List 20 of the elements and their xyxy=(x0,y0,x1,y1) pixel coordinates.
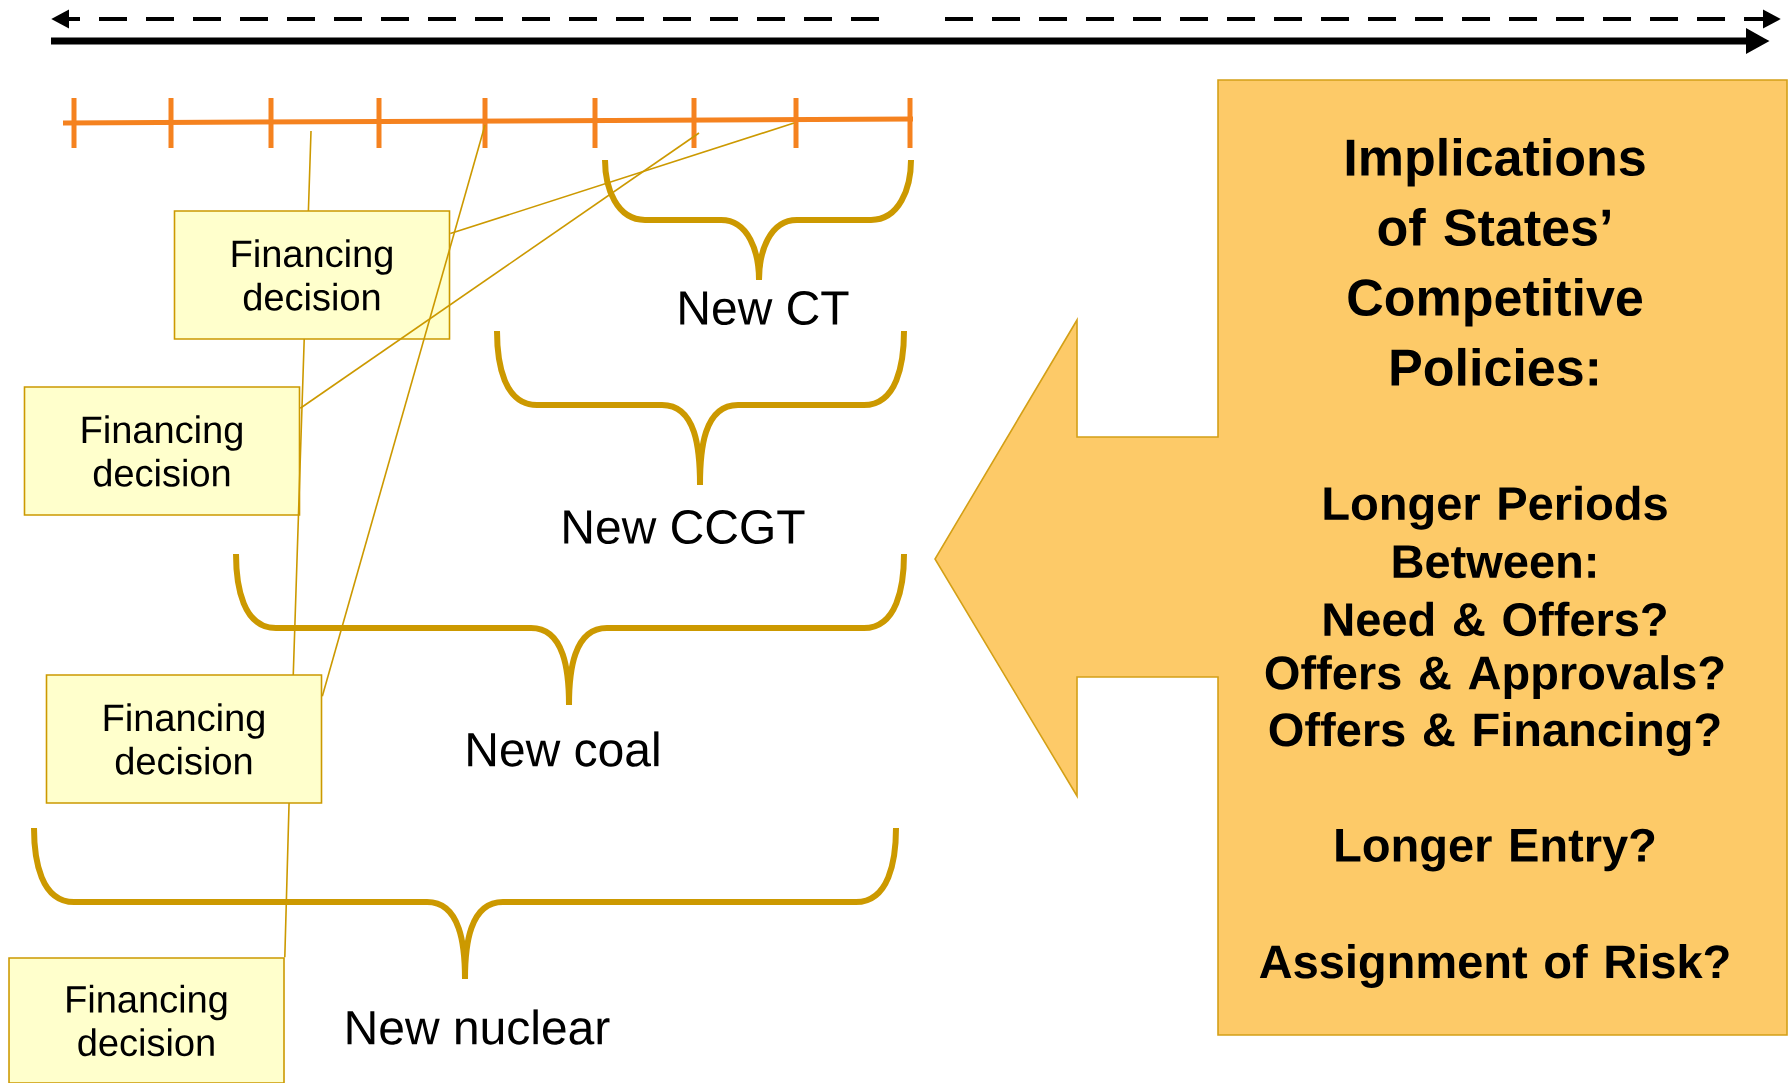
leader-line xyxy=(321,124,486,698)
brace-label: New CCGT xyxy=(564,510,805,544)
brace-label: New coal xyxy=(468,731,659,767)
brace-label: New CT xyxy=(680,291,849,325)
decision-box: Financing decision xyxy=(8,957,285,1083)
decision-box: Financing decision xyxy=(23,386,301,516)
brace-label: New nuclear xyxy=(347,1009,610,1045)
leader-line xyxy=(284,130,312,958)
callout-text: Longer Periods Between: xyxy=(1324,485,1667,579)
callout-text: Assignment of Risk? xyxy=(1259,944,1729,988)
decision-box: Financing decision xyxy=(45,674,323,804)
callout-text: Need & Offers? xyxy=(1324,601,1666,637)
callout-text: Offers & Approvals? xyxy=(1265,655,1724,699)
leader-line xyxy=(299,132,700,410)
callout-text: Longer Entry? xyxy=(1336,828,1655,872)
arrow-callout xyxy=(934,79,1788,1036)
decision-box: Financing decision xyxy=(173,210,451,340)
callout-heading: Implications of States’ Competitive Policies: xyxy=(1346,137,1645,387)
leader-line xyxy=(449,122,795,235)
callout-text: Offers & Financing? xyxy=(1269,712,1720,756)
